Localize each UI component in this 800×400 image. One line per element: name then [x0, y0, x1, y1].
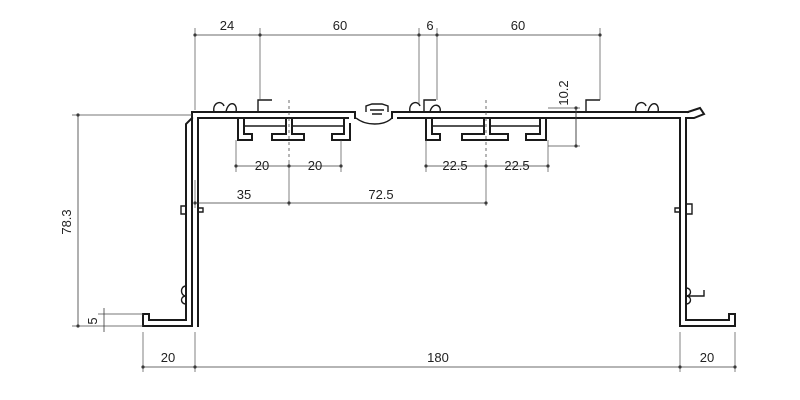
dim-top-gap: 6	[426, 18, 433, 33]
dim-hook-height: 10.2	[556, 80, 571, 105]
dim-flange-height: 5	[85, 317, 100, 324]
extension-lines	[72, 28, 736, 372]
dim-base-left: 20	[161, 350, 175, 365]
dim-base-right: 20	[700, 350, 714, 365]
centre-lines	[288, 100, 487, 160]
dimension-ticks	[76, 33, 737, 369]
dim-axis-left: 35	[237, 187, 251, 202]
dim-right-slot-1: 22.5	[442, 158, 467, 173]
dim-right-slot-2: 22.5	[504, 158, 529, 173]
dim-top-span-right: 60	[511, 18, 525, 33]
dim-height-total: 78.3	[59, 209, 74, 234]
dimension-lines	[77, 34, 735, 368]
dim-left-slot-1: 20	[255, 158, 269, 173]
dim-left-slot-2: 20	[308, 158, 322, 173]
dim-top-left-offset: 24	[220, 18, 234, 33]
profile-outline	[142, 99, 736, 327]
dim-top-span-left: 60	[333, 18, 347, 33]
dim-axis-between: 72.5	[368, 187, 393, 202]
dimension-labels: 24 60 6 60 10.2 78.3 5 20 20 22.5 22.5 3…	[59, 18, 714, 365]
dim-base-width: 180	[427, 350, 449, 365]
